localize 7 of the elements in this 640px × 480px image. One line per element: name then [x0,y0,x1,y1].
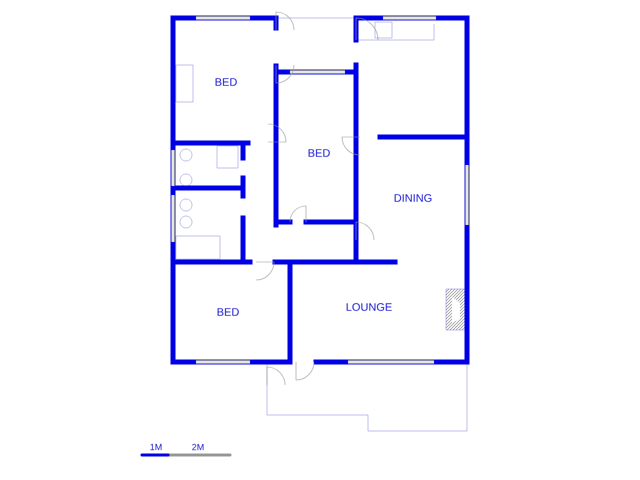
room-label: BED [308,149,330,157]
room-label: DINING [394,194,432,202]
room-label: LOUNGE [346,303,392,311]
scale-label: 1M [150,444,162,450]
scale-label: 2M [192,444,204,450]
room-label: BED [216,78,237,86]
room-label: BED [218,308,239,316]
